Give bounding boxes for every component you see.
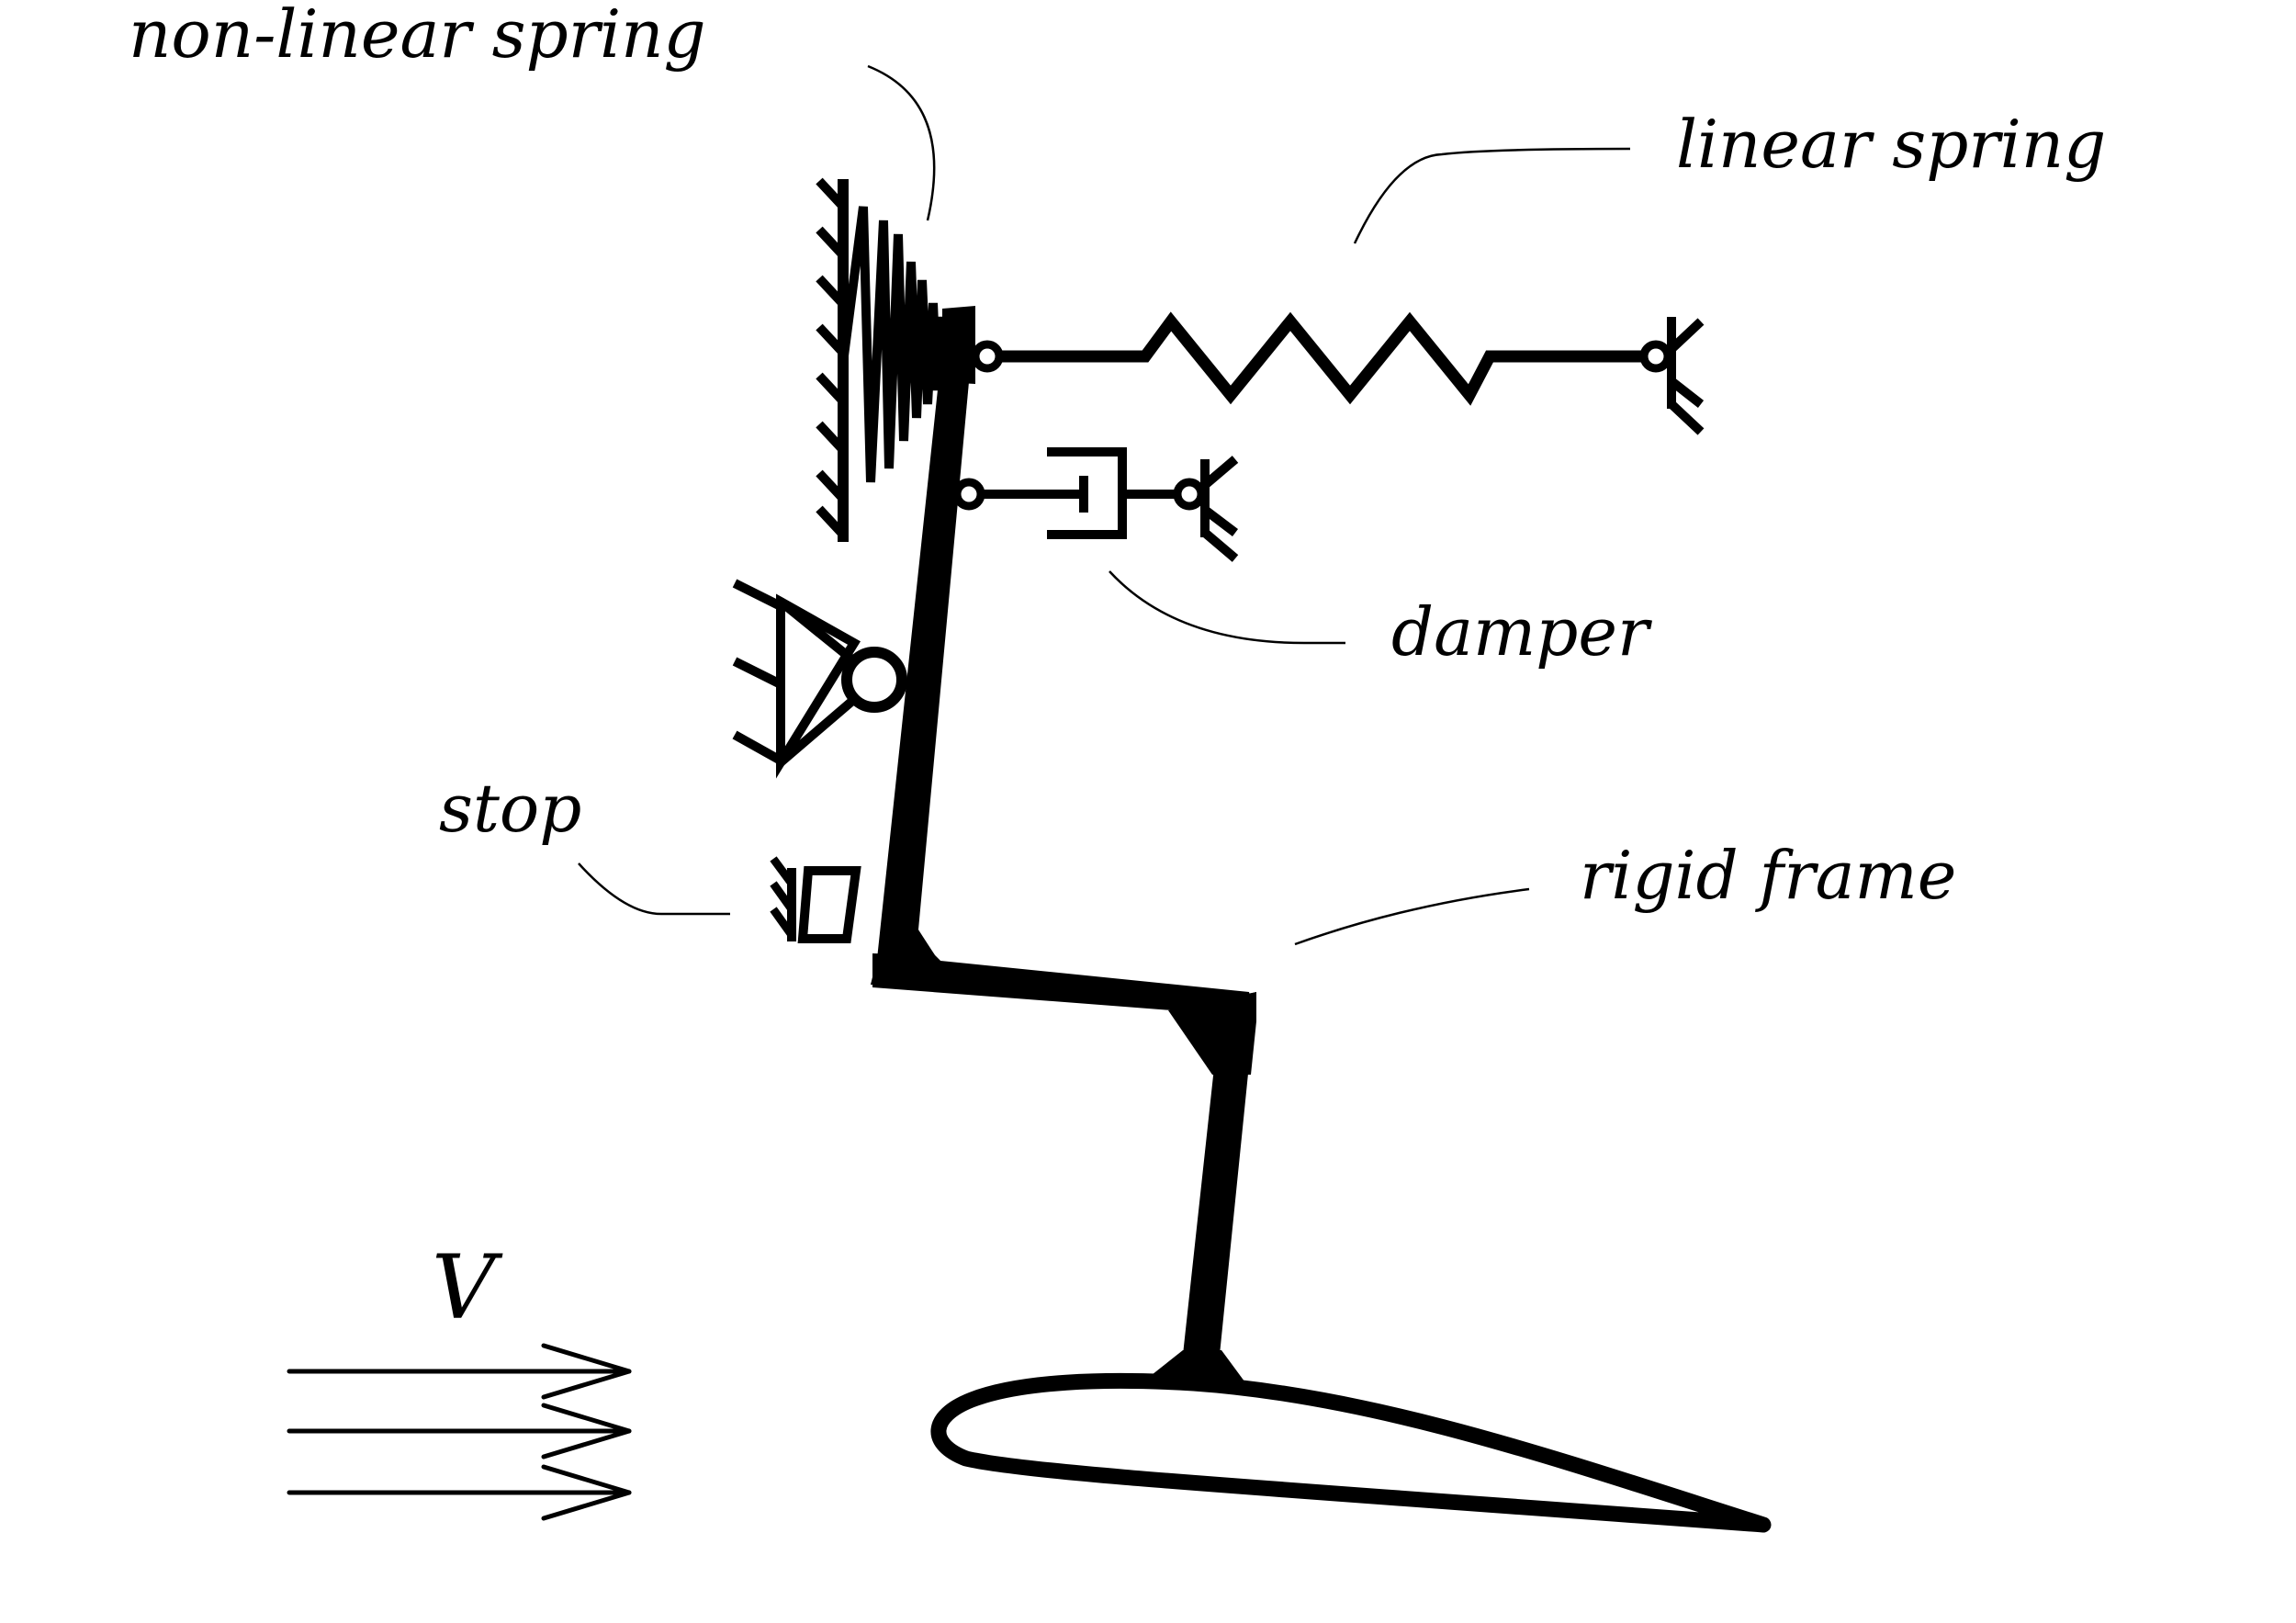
damper-pivot-right: [1173, 478, 1206, 511]
frame-upper-arm-main: [871, 312, 975, 985]
label-rigid-frame: rigid frame: [1580, 837, 1956, 914]
frame-horizontal-link: [872, 953, 1256, 1021]
rigid-frame: [871, 306, 1256, 1385]
leader-stop: [578, 862, 730, 916]
flow-arrow-2: [287, 1403, 632, 1460]
airfoil: [930, 1372, 1772, 1533]
leader-lines: [578, 64, 1631, 946]
flow-arrows: [287, 1343, 632, 1521]
flow-arrow-3: [287, 1464, 632, 1521]
pivot-pin: [841, 647, 907, 713]
pivot-support: [732, 579, 907, 779]
frame-lower-arm: [1183, 992, 1256, 1355]
label-velocity: V: [432, 1236, 503, 1339]
stop: [770, 856, 861, 943]
linear-spring-pivot-left: [971, 340, 1004, 373]
flow-arrow-1: [287, 1343, 632, 1400]
leader-damper: [1109, 570, 1345, 645]
leader-linear-spring: [1353, 147, 1631, 244]
nl-spring-hatch: [816, 177, 847, 538]
pivot-ground-hatch: [732, 579, 783, 765]
stop-block: [797, 866, 861, 943]
damper: [952, 447, 1239, 562]
label-non-linear-spring: non-linear spring: [129, 0, 706, 73]
linear-spring-pivot-right: [1639, 340, 1672, 373]
stop-hatch: [770, 856, 795, 938]
label-stop: stop: [439, 770, 581, 847]
damper-pivot-left: [952, 478, 985, 511]
linear-spring-ground-hatch: [1668, 318, 1705, 435]
linear-spring-coils: [999, 311, 1644, 406]
leader-non-linear-spring: [867, 64, 936, 221]
label-damper: damper: [1391, 593, 1652, 671]
linear-spring: [971, 311, 1705, 435]
leader-rigid-frame: [1294, 887, 1530, 946]
label-linear-spring: linear spring: [1676, 106, 2106, 183]
damper-ground-hatch: [1201, 456, 1239, 562]
